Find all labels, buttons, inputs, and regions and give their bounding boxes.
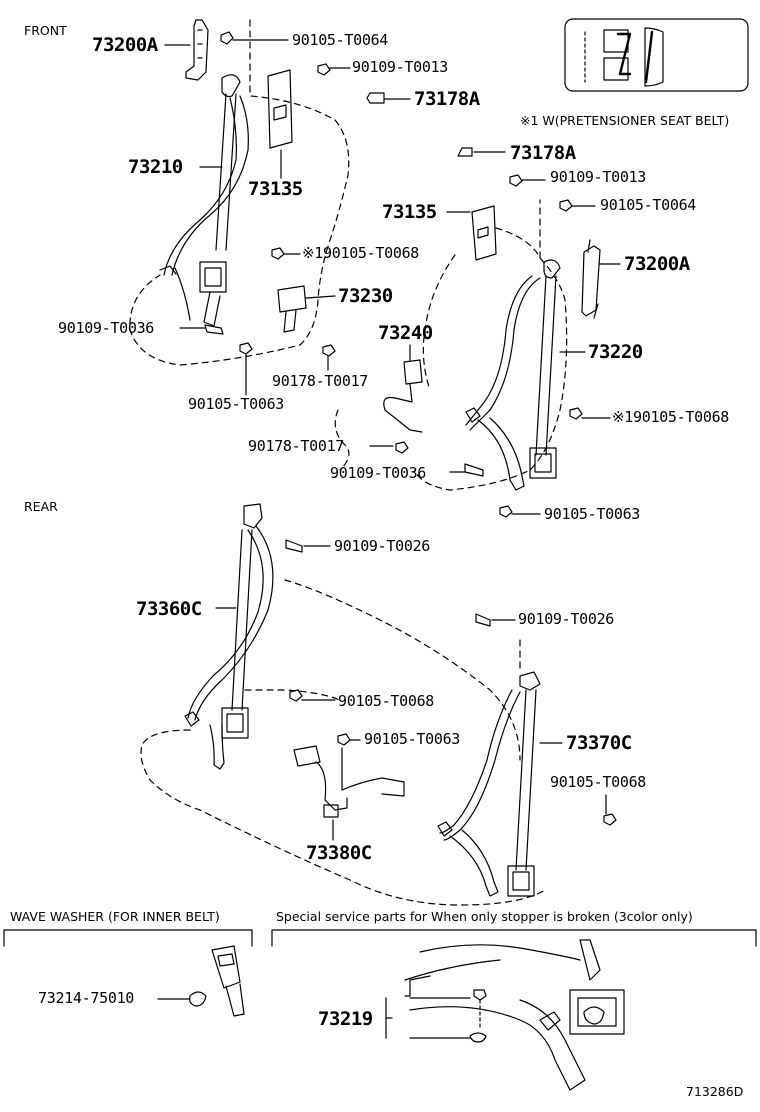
front-right-lower-bolts	[449, 407, 611, 518]
part-90109-T0036-left[interactable]: 90109-T0036	[58, 319, 155, 337]
section-label-rear: REAR	[24, 499, 58, 514]
front-right-cover-73135	[446, 205, 497, 261]
part-73370C[interactable]: 73370C	[566, 732, 632, 754]
part-73219[interactable]: 73219	[318, 1008, 373, 1030]
front-left-belt-73210	[159, 74, 249, 327]
front-buckle-73240	[334, 344, 423, 471]
part-90105-T0063-left[interactable]: 90105-T0063	[188, 395, 285, 413]
front-left-seat-outline	[129, 19, 350, 366]
part-90109-T0013-right[interactable]: 90109-T0013	[550, 168, 647, 186]
part-73200A-left[interactable]: 73200A	[92, 34, 158, 56]
part-73380C[interactable]: 73380C	[306, 842, 372, 864]
part-73200A-right[interactable]: 73200A	[624, 253, 690, 275]
section-dividers	[3, 929, 757, 947]
part-90109-T0036-right[interactable]: 90109-T0036	[330, 464, 427, 482]
section-label-wave-washer: WAVE WASHER (FOR INNER BELT)	[10, 909, 220, 924]
front-left-adjuster-73200A	[164, 19, 209, 81]
part-90109-T0026-a[interactable]: 90109-T0026	[334, 537, 431, 555]
rear-bolts	[285, 539, 617, 826]
part-73178A-right[interactable]: 73178A	[510, 142, 576, 164]
part-73240[interactable]: 73240	[378, 322, 433, 344]
part-90105-T0068-b[interactable]: 90105-T0068	[550, 773, 647, 791]
part-73220[interactable]: 73220	[588, 341, 643, 363]
part-90178-T0017-b[interactable]: 90178-T0017	[248, 437, 345, 455]
section-label-special: Special service parts for When only stop…	[276, 909, 693, 924]
stopper-service-parts	[385, 939, 625, 1091]
rear-buckle-73380C	[293, 745, 405, 841]
part-73178A-left[interactable]: 73178A	[414, 88, 480, 110]
front-right-adjuster-73200A	[581, 239, 621, 319]
part-90105-T0068-right[interactable]: ※190105-T0068	[612, 408, 730, 426]
part-90105-T0063-right[interactable]: 90105-T0063	[544, 505, 641, 523]
front-buckle-73230	[277, 285, 336, 333]
part-73210[interactable]: 73210	[128, 156, 183, 178]
front-right-belt-73220	[465, 259, 586, 491]
vehicle-inset-icon	[564, 18, 749, 92]
front-left-cover-73135	[267, 69, 293, 179]
section-label-front: FRONT	[24, 23, 67, 38]
front-right-73178A	[457, 147, 596, 212]
wave-washer-73214	[157, 945, 245, 1017]
part-90105-T0068-left[interactable]: ※190105-T0068	[302, 244, 420, 262]
part-73230[interactable]: 73230	[338, 285, 393, 307]
part-73135-right[interactable]: 73135	[382, 201, 437, 223]
part-90178-T0017-a[interactable]: 90178-T0017	[272, 372, 369, 390]
part-90109-T0026-b[interactable]: 90109-T0026	[518, 610, 615, 628]
part-90109-T0013-left[interactable]: 90109-T0013	[352, 58, 449, 76]
part-73214-75010[interactable]: 73214-75010	[38, 989, 135, 1007]
part-73360C[interactable]: 73360C	[136, 598, 202, 620]
part-90105-T0068-a[interactable]: 90105-T0068	[338, 692, 435, 710]
part-90105-T0064-left[interactable]: 90105-T0064	[292, 31, 389, 49]
part-90105-T0064-right[interactable]: 90105-T0064	[600, 196, 697, 214]
part-90105-T0063-c[interactable]: 90105-T0063	[364, 730, 461, 748]
front-left-bolts	[220, 31, 411, 104]
front-left-lower-bolts	[179, 247, 336, 396]
rear-right-belt-73370C	[437, 671, 563, 897]
note-pretensioner: ※1 W(PRETENSIONER SEAT BELT)	[520, 113, 730, 128]
part-73135-left[interactable]: 73135	[248, 178, 303, 200]
front-right-seat-outline	[414, 199, 568, 491]
rear-left-belt-73360C	[184, 503, 274, 770]
diagram-code: 713286D	[686, 1084, 744, 1099]
